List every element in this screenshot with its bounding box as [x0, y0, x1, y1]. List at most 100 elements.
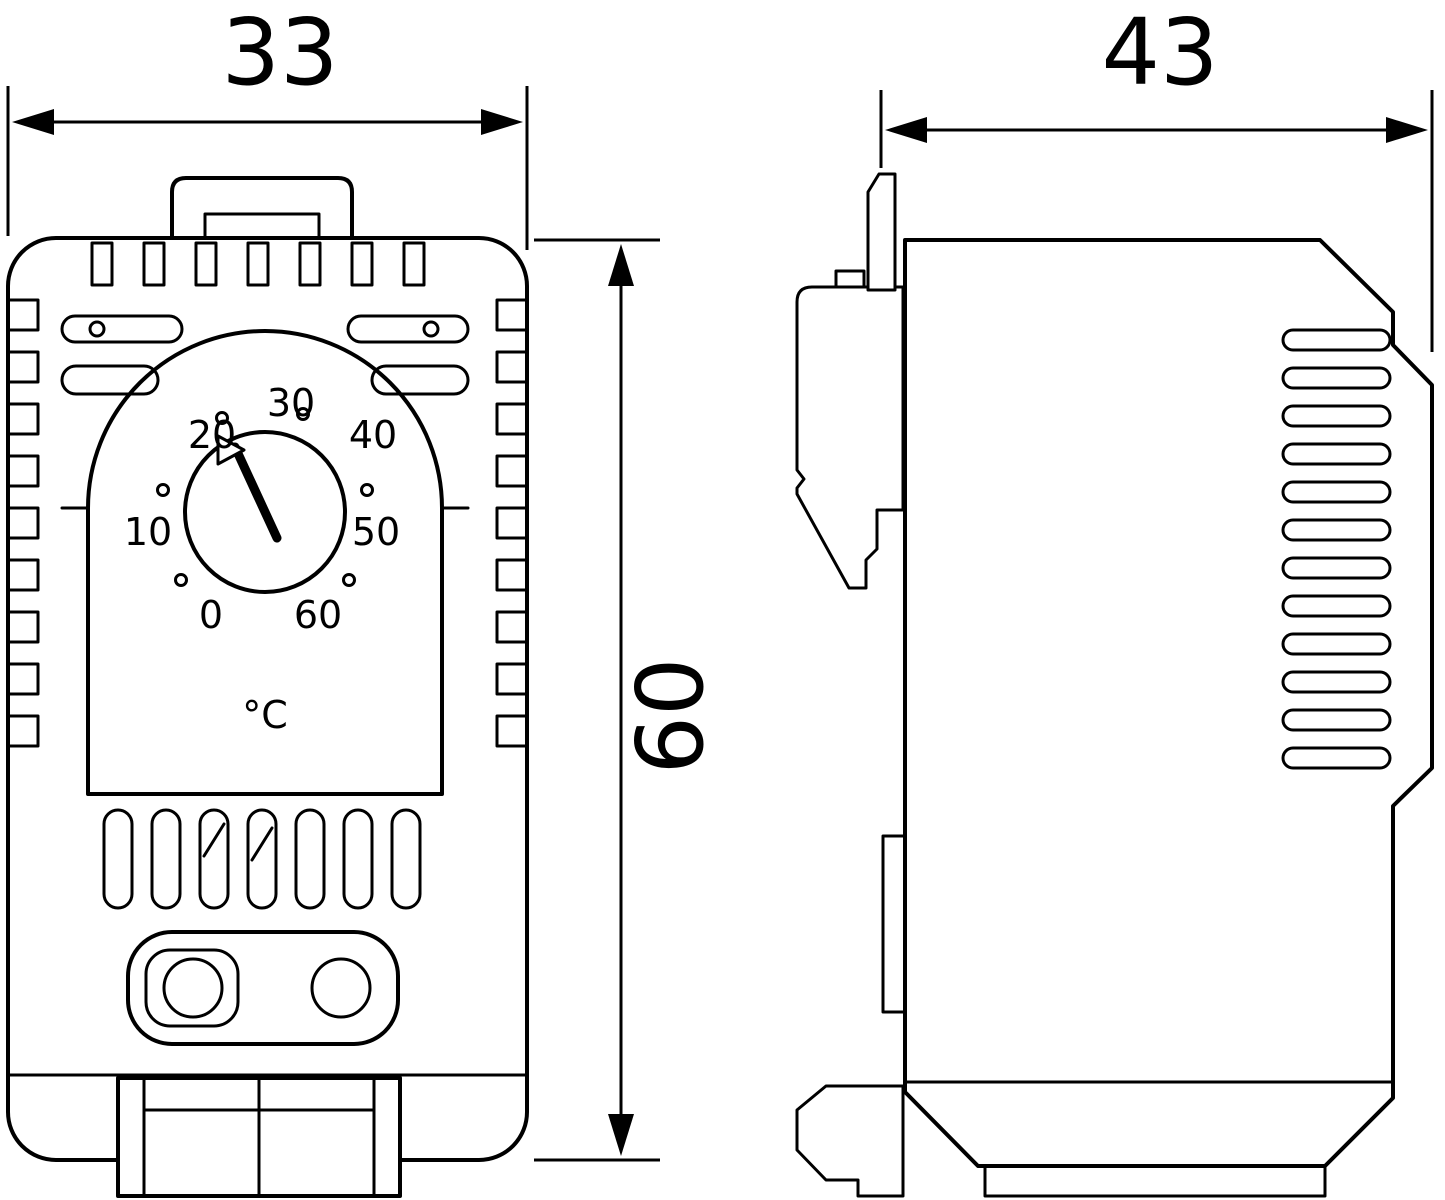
- edge-slot: [6, 350, 40, 384]
- vent-slot-detail: [202, 822, 226, 858]
- vent-slot: [294, 808, 326, 910]
- panel-slot: [60, 364, 160, 396]
- vent-slot: [246, 808, 278, 910]
- dial-knob[interactable]: [183, 430, 347, 594]
- lower-vent-slots: [102, 808, 422, 910]
- edge-slot: [495, 662, 529, 696]
- fin-slot: [1281, 404, 1392, 428]
- edge-slot: [495, 506, 529, 540]
- fin-slot: [1281, 556, 1392, 580]
- vent-slot: [402, 241, 426, 287]
- top-hook: [866, 172, 897, 292]
- fin-slot: [1281, 366, 1392, 390]
- edge-slot: [495, 714, 529, 748]
- fin-slot: [1281, 670, 1392, 694]
- terminal-block-outline: [126, 930, 400, 1046]
- vent-slot-detail: [250, 826, 274, 862]
- tick-dot: [360, 483, 374, 497]
- mounting-tab-notch: [203, 212, 321, 240]
- arrowhead-bottom: [608, 1114, 634, 1156]
- dim-depth-label: 43: [1101, 0, 1218, 106]
- edge-slot: [495, 610, 529, 644]
- panel-slot: [370, 364, 470, 396]
- panel-top-slots: [60, 314, 470, 396]
- terminal-screw-left[interactable]: [162, 957, 224, 1019]
- dial-housing: [86, 329, 444, 796]
- vent-slot: [90, 241, 114, 287]
- dial-scale-label-20: 20: [188, 413, 236, 457]
- vent-slot: [342, 808, 374, 910]
- fin-slot: [1281, 442, 1392, 466]
- tick-dot: [215, 411, 229, 425]
- vent-slot: [194, 241, 218, 287]
- top-vent-slots: [90, 241, 426, 287]
- din-clip-upper[interactable]: [795, 285, 905, 590]
- dial-scale-label-30: 30: [267, 381, 315, 425]
- dial-scale-labels: 0 10 20 30 40 50 60: [124, 381, 400, 637]
- vent-slot: [350, 241, 374, 287]
- side-bottom-foot: [983, 1164, 1327, 1198]
- dim-height-label: 60: [617, 657, 724, 774]
- mounting-tab: [170, 176, 354, 240]
- right-edge-slots: [495, 298, 529, 748]
- vent-slot: [246, 241, 270, 287]
- edge-slot: [6, 506, 40, 540]
- dial-tick-dots: [156, 407, 374, 587]
- vent-slot: [150, 808, 182, 910]
- front-view: 0 10 20 30 40 50 60 °C: [6, 176, 529, 1198]
- fin-slot: [1281, 518, 1392, 542]
- arrowhead-left: [12, 109, 54, 135]
- edge-slot: [6, 558, 40, 592]
- arrowhead-right: [1386, 117, 1428, 143]
- dimension-height: 60: [534, 238, 724, 1162]
- cooling-fins: [1281, 328, 1392, 770]
- dial-scale-label-0: 0: [199, 593, 223, 637]
- edge-slot: [495, 298, 529, 332]
- terminal-block: [126, 930, 400, 1046]
- arrowhead-left: [885, 117, 927, 143]
- screw-hole: [88, 320, 106, 338]
- front-bottom-clip: [116, 1076, 402, 1198]
- edge-slot: [6, 714, 40, 748]
- dial-scale-label-60: 60: [294, 593, 342, 637]
- tick-dot: [342, 573, 356, 587]
- edge-slot: [6, 402, 40, 436]
- dial-scale-label-10: 10: [124, 510, 172, 554]
- tick-dot: [174, 573, 188, 587]
- panel-slot: [346, 314, 470, 344]
- vent-slot: [298, 241, 322, 287]
- vent-slot: [198, 808, 230, 910]
- terminal-screw-right[interactable]: [310, 957, 372, 1019]
- fin-slot: [1281, 746, 1392, 770]
- dial-pointer[interactable]: [230, 442, 282, 543]
- edge-slot: [6, 298, 40, 332]
- dial-unit-label: °C: [242, 693, 288, 737]
- vent-slot: [390, 808, 422, 910]
- clip-bump: [834, 269, 866, 289]
- din-clip-lower[interactable]: [795, 1084, 905, 1198]
- vent-slot: [142, 241, 166, 287]
- arrowhead-right: [481, 109, 523, 135]
- dimension-side-depth: 43: [879, 0, 1434, 352]
- edge-slot: [495, 558, 529, 592]
- fin-slot: [1281, 708, 1392, 732]
- dial-scale-label-40: 40: [349, 413, 397, 457]
- edge-slot: [6, 454, 40, 488]
- side-body-outline: [903, 238, 1434, 1168]
- dimension-front-width: 33: [6, 0, 529, 250]
- dial-scale-label-50: 50: [352, 510, 400, 554]
- edge-slot: [6, 610, 40, 644]
- left-edge-slots: [6, 298, 40, 748]
- edge-slot: [6, 662, 40, 696]
- terminal-inner-frame: [144, 948, 240, 1028]
- edge-slot: [495, 350, 529, 384]
- dial-index-marker: [216, 434, 246, 466]
- edge-slot: [495, 402, 529, 436]
- fin-slot: [1281, 480, 1392, 504]
- vent-slot: [102, 808, 134, 910]
- tick-dot: [156, 483, 170, 497]
- edge-slot: [495, 454, 529, 488]
- screw-hole: [422, 320, 440, 338]
- arrowhead-top: [608, 244, 634, 286]
